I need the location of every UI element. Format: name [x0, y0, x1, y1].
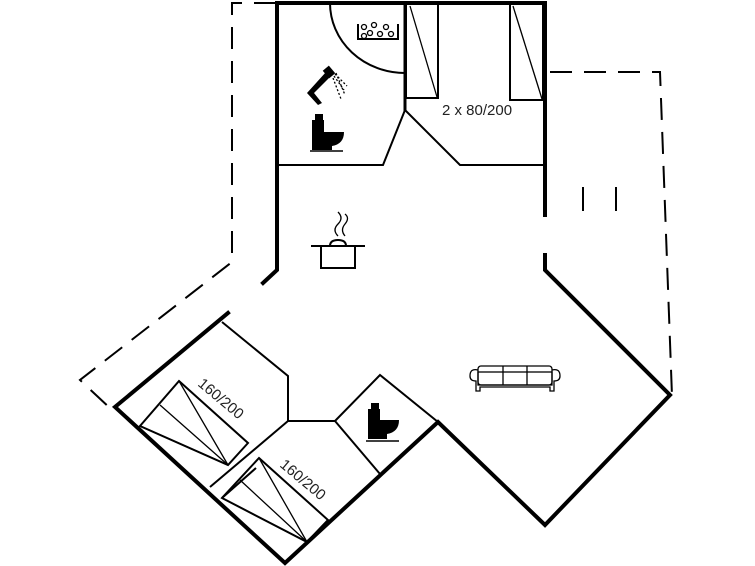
- terrace-outline-left: [78, 2, 276, 411]
- bed-double-left: [138, 379, 250, 467]
- bedroom-left-label: 160/200: [194, 375, 246, 423]
- exterior-walls: [111, 1, 673, 566]
- whirlpool-icon: [357, 21, 399, 40]
- bed-single-2: [509, 3, 544, 101]
- bed-double-bottom: [220, 456, 330, 544]
- sofa-icon: [469, 365, 561, 392]
- bedroom-top-label: 2 x 80/200: [442, 102, 512, 119]
- bed-single-1: [405, 3, 439, 99]
- toilet-icon: [366, 403, 399, 442]
- toilet-icon: [310, 114, 344, 152]
- shower-icon: [307, 65, 348, 105]
- kitchen-pot-icon: [311, 211, 365, 269]
- terrace-outline-right: [550, 71, 673, 397]
